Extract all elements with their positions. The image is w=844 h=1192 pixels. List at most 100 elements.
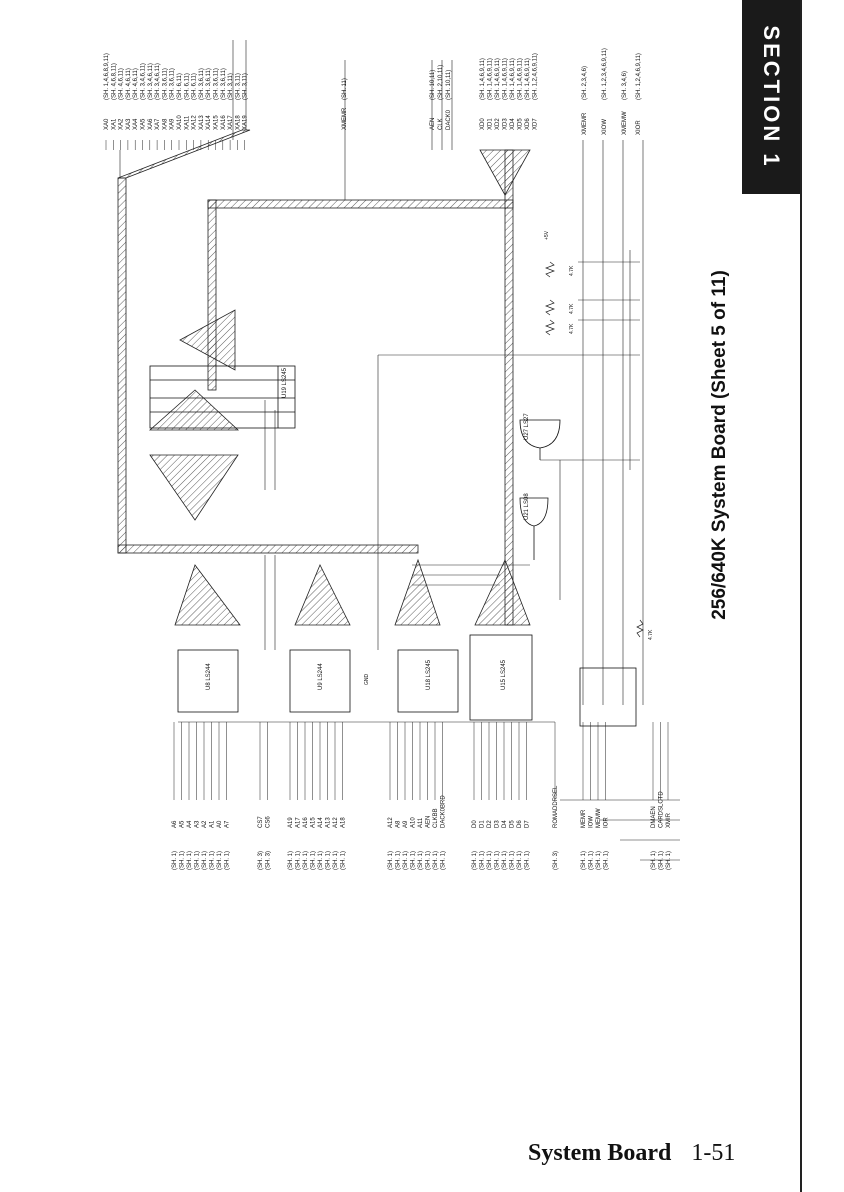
top-bus-net: XA10: [177, 115, 183, 130]
top-bus-net: XA15: [214, 115, 220, 130]
ctrl-net: XMEMR: [582, 112, 588, 135]
data-bus-ref: (SH. 1,4,6,9,11): [495, 58, 501, 100]
chip-u8: [177, 634, 637, 727]
left-signal-ref: (SH. 1): [411, 851, 417, 870]
data-bus-net: XD4: [510, 118, 516, 130]
data-bus-ref: (SH. 1,4,6,9,11): [510, 58, 516, 100]
left-signal-net: A6: [172, 820, 178, 828]
data-bus-net: XD2: [495, 118, 501, 130]
footer-page-number: 1-51: [691, 1140, 736, 1166]
left-signal-net: D6: [517, 820, 523, 828]
left-signal-net: A0: [217, 820, 223, 828]
top-bus-net: XA0: [104, 118, 110, 130]
left-signal-net: A7: [225, 820, 231, 828]
top-bus-net: XA13: [199, 115, 205, 130]
data-bus-net: XD0: [480, 118, 486, 130]
left-signal-net: CS7: [258, 816, 264, 828]
left-signal-net: A2: [202, 820, 208, 828]
left-signal-ref: (SH. 1): [180, 851, 186, 870]
top-bus-net: XA19: [243, 115, 249, 130]
top-bus-net: XA17: [228, 115, 234, 130]
left-signal-ref: (SH. 1): [510, 851, 516, 870]
left-signal-net: D5: [510, 820, 516, 828]
chip-u19: [149, 365, 296, 429]
left-signal-ref: (SH. 1): [426, 851, 432, 870]
left-signal-ref: (SH. 1): [666, 851, 672, 870]
left-signal-net: CARDSLCTD: [659, 791, 665, 828]
left-signal-net: CLKBB: [433, 808, 439, 828]
ctrl-ref: (SH. 1,2,4,6,9,11): [636, 53, 642, 100]
left-signal-ref: (SH. 1): [303, 851, 309, 870]
top-bus-ref: (SH. 1,4,6,8,9,11): [104, 53, 110, 100]
ctrl-net: XIOW: [602, 119, 608, 135]
left-signal-net: D7: [525, 820, 531, 828]
left-signal-net: XMIR: [666, 812, 672, 828]
data-bus-ref: (SH. 1,4,6,9,11): [480, 58, 486, 100]
left-signal-net: DMAEN: [651, 806, 657, 828]
left-signal-ref: (SH. 1): [433, 851, 439, 870]
left-signal-net: D4: [502, 820, 508, 828]
left-signal-ref: (SH. 1): [225, 851, 231, 870]
ground-label: GND: [364, 674, 370, 686]
data-bus-net: XD5: [518, 118, 524, 130]
top-bus-net: XA3: [126, 118, 132, 130]
top-bus-net: XA11: [184, 115, 190, 130]
chip-u8-label: U8 LS244: [206, 663, 212, 690]
footer-section-name: System Board: [528, 1140, 672, 1166]
left-signal-ref: (SH. 3): [266, 851, 272, 870]
top-bus-net: XA1: [111, 118, 117, 130]
left-signal-ref: (SH. 1): [296, 851, 302, 870]
left-signal-net: A10: [411, 817, 417, 828]
mid-net: DACK0: [446, 109, 452, 130]
top-bus-ref: (SH. 3,6,11): [206, 68, 212, 100]
left-signal-ref: (SH. 1): [396, 851, 402, 870]
left-signal-ref: (SH. 1): [581, 851, 587, 870]
resistor-value-4: 4.7K: [648, 629, 654, 640]
left-signal-net: A16: [303, 817, 309, 828]
top-bus-net: XA5: [141, 118, 147, 130]
left-signal-ref: (SH. 1): [487, 851, 493, 870]
data-bus-net: XD6: [525, 118, 531, 130]
mid-net: XMEMR: [342, 107, 348, 130]
left-signal-net: D3: [495, 820, 501, 828]
resistor-value-2: 4.7K: [569, 303, 575, 314]
top-bus-ref: (SH. 3,6,11): [170, 68, 176, 100]
left-signal-ref: (SH. 1): [596, 851, 602, 870]
top-bus-ref: (SH. 3,11): [228, 73, 234, 100]
control-wires: [178, 60, 680, 861]
left-signal-ref: (SH. 1): [333, 851, 339, 870]
left-signal-ref: (SH. 1): [202, 851, 208, 870]
left-signal-ref: (SH. 1): [525, 851, 531, 870]
mid-net: AEN: [430, 118, 436, 130]
left-signal-ref: (SH. 1): [418, 851, 424, 870]
top-bus-net: XA6: [148, 118, 154, 130]
top-bus-ref: (SH. 3,6,11): [162, 68, 168, 100]
top-bus-net: XA2: [119, 118, 125, 130]
left-signal-net: A3: [195, 820, 201, 828]
top-bus-ref: (SH. 6,11): [192, 73, 198, 100]
left-signal-ref: (SH. 1): [480, 851, 486, 870]
left-signal-ref: (SH. 1): [495, 851, 501, 870]
left-signal-net: A4: [187, 820, 193, 828]
left-signal-ref: (SH. 1): [210, 851, 216, 870]
mid-ref: (SH. 2,10,11): [438, 65, 444, 100]
left-signal-ref: (SH. 1): [341, 851, 347, 870]
chip-u15-label: U15 LS245: [501, 659, 507, 690]
top-bus-ref: (SH. 4,6,8,11): [111, 63, 117, 100]
address-bus: [117, 129, 531, 626]
top-bus-ref: (SH. 3,6,11): [221, 68, 227, 100]
left-signal-net: A11: [418, 817, 424, 828]
left-signal-ref: (SH. 1): [589, 851, 595, 870]
left-signal-ref: (SH. 1): [472, 851, 478, 870]
left-signal-net: A8: [396, 820, 402, 828]
left-signal-ref: (SH. 1): [187, 851, 193, 870]
resistor-value-1: 4.7K: [569, 265, 575, 276]
data-bus-net: XD7: [533, 118, 539, 130]
top-bus-net: XA14: [206, 115, 212, 130]
top-bus-ref: (SH. 3,11): [235, 73, 241, 100]
data-bus-net: XD3: [503, 118, 509, 130]
left-signal-net: A18: [341, 817, 347, 828]
power-label: +5V: [544, 230, 550, 240]
data-bus-ref: (SH. 1,2,4,6,9,11): [533, 53, 539, 100]
top-bus-net: XA16: [221, 115, 227, 130]
